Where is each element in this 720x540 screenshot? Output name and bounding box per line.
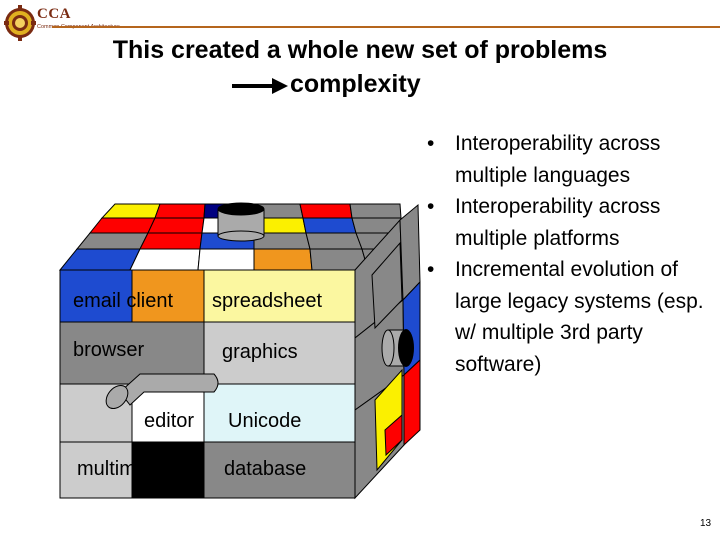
label-editor: editor	[144, 410, 194, 432]
bullet-text: Incremental evolution of large legacy sy…	[455, 258, 704, 376]
bullet-icon: •	[427, 191, 434, 223]
label-database: database	[224, 458, 306, 480]
page-number: 13	[700, 518, 711, 529]
bullet-icon: •	[427, 254, 434, 286]
bullet-list: • Interoperability across multiple langua…	[425, 128, 720, 380]
bullet-text: Interoperability across multiple platfor…	[455, 195, 660, 250]
bullet-text: Interoperability across multiple languag…	[455, 132, 660, 187]
label-unicode: Unicode	[228, 410, 301, 432]
label-browser: browser	[73, 339, 144, 361]
bullet-item: • Interoperability across multiple platfo…	[425, 191, 720, 254]
bullet-item: • Incremental evolution of large legacy s…	[425, 254, 720, 380]
bullet-item: • Interoperability across multiple langua…	[425, 128, 720, 191]
cylinder-side-icon	[382, 329, 414, 367]
bullet-icon: •	[427, 128, 434, 160]
label-spreadsheet: spreadsheet	[212, 290, 323, 312]
cylinder-top-icon	[218, 203, 264, 241]
label-email-client: email client	[73, 290, 173, 312]
label-graphics: graphics	[222, 341, 298, 363]
